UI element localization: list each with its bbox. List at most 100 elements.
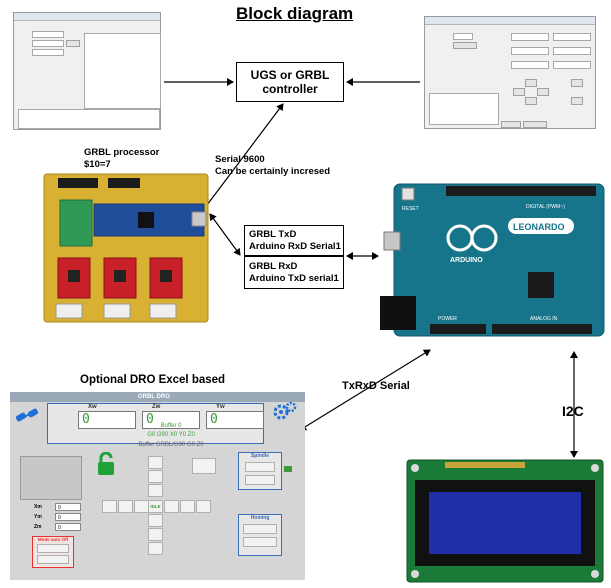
driver-2-chip <box>114 270 126 282</box>
jog-y-plus-3-button <box>148 484 163 497</box>
spindle-indicator <box>284 466 292 472</box>
diagram-title: Block diagram <box>236 4 354 23</box>
nano-chip <box>138 212 154 228</box>
coord-ym-value: 0 <box>55 513 81 521</box>
coord-row-xm: Xm 0 <box>34 503 81 512</box>
grbl-ctrl-right-arrow <box>537 88 549 96</box>
leonardo-digital-header <box>446 186 596 196</box>
arduino-txd-label: Arduino TxD serial1 <box>249 272 339 284</box>
grbl-ctrl-down-arrow <box>525 97 537 105</box>
connection-plug-icon <box>15 408 39 422</box>
serial-baud: Serial 9600 <box>215 154 265 165</box>
mode-panel: Mode auto Off <box>32 536 74 568</box>
coord-xm-value: 0 <box>55 503 81 511</box>
grbl-pcb <box>43 173 209 323</box>
lcd-module-image <box>406 459 604 583</box>
lcd-mount-hole <box>411 464 419 472</box>
driver-1-chip <box>68 270 80 282</box>
leonardo-digital-label: DIGITAL (PWM~) <box>526 204 565 210</box>
arduino-logo-icon-2 <box>470 224 498 252</box>
arduino-leonardo-image: RESET DIGITAL (PWM~) ARDUINO LEONARDO PO… <box>380 183 605 337</box>
controller-box: UGS or GRBL controller <box>236 62 344 102</box>
leonardo-model-badge <box>508 218 574 234</box>
dro-title: Optional DRO Excel based <box>80 374 226 386</box>
jog-x-plus-button <box>164 500 179 513</box>
grbl-to-controller-arrow <box>206 103 284 206</box>
spindle-on-button <box>245 462 275 472</box>
jog-y-minus-button <box>148 514 163 527</box>
jog-y-minus-2-button <box>148 528 163 541</box>
spindle-off-button <box>245 475 275 485</box>
grbl-ctrl-z-up <box>571 79 583 87</box>
driver-2 <box>103 257 137 299</box>
jog-x-minus-button <box>134 500 149 513</box>
nano-usb <box>191 211 207 227</box>
controller-line2: controller <box>262 82 318 96</box>
coord-row-ym: Ym 0 <box>34 513 81 522</box>
grbl-controller-screenshot <box>424 16 596 129</box>
axis-value-xw: 0 <box>78 411 136 429</box>
homing-button-2 <box>243 537 277 547</box>
leonardo-mcu <box>528 272 554 298</box>
jog-y-minus-3-button <box>148 542 163 555</box>
leonardo-model-label: LEONARDO <box>513 222 565 232</box>
grbl-ctrl-y-field-2 <box>553 47 591 55</box>
mode-button-2 <box>37 555 69 564</box>
grbl-board-image <box>43 173 209 323</box>
ugs-console-area <box>84 33 161 109</box>
leonardo-analog-header <box>492 324 592 334</box>
jog-y-plus-button <box>148 456 163 469</box>
jog-x-plus-3-button <box>196 500 211 513</box>
motor-connector-2 <box>103 303 131 319</box>
spindle-label: Spindle <box>250 453 270 459</box>
grbl-ctrl-send-button <box>501 121 521 128</box>
grbl-processor-name: GRBL processor <box>84 147 160 158</box>
controller-line1: UGS or GRBL <box>250 68 330 82</box>
leonardo-usb <box>383 231 401 251</box>
jog-x-plus-2-button <box>180 500 195 513</box>
grbl-processor-label: GRBL processor $10=7 <box>84 147 159 171</box>
grbl-rxd-label: GRBL RxD <box>249 260 298 272</box>
grbl-ctrl-left-arrow <box>513 88 525 96</box>
leonardo-dro-arrow <box>299 349 431 431</box>
lcd-mount-hole-4 <box>591 570 599 578</box>
leonardo-power-label: POWER <box>438 316 457 322</box>
grbl-rxd-box: GRBL RxD Arduino TxD serial1 <box>244 256 344 289</box>
arduino-brand-label: ARDUINO <box>450 257 483 264</box>
dro-top-strip <box>10 392 305 402</box>
ugs-command-field <box>18 109 160 129</box>
homing-label: Homing <box>250 515 270 521</box>
axis-value-yw: 0 <box>206 411 264 429</box>
grbl-ctrl-z-down <box>571 97 583 105</box>
jog-y-plus-2-button <box>148 470 163 483</box>
ugs-firmware-field <box>32 49 64 56</box>
axis-value-zw: 0 <box>142 411 200 429</box>
grbl-green-module <box>59 199 93 247</box>
mode-label: Mode auto Off <box>37 537 69 542</box>
coord-zm-value: 0 <box>55 523 81 531</box>
spindle-panel: Spindle <box>238 452 282 490</box>
txrx-serial-label: TxRxD Serial <box>342 380 410 392</box>
coord-zm-label: Zm <box>34 524 42 530</box>
ugs-open-button <box>66 40 80 47</box>
grbl-ctrl-z-field-2 <box>553 61 591 69</box>
homing-panel: Homing <box>238 514 282 556</box>
axis-label-xw: Xw <box>88 404 97 410</box>
grbl-txd-box: GRBL TxD Arduino RxD Serial1 <box>244 225 344 256</box>
jog-x-minus-2-button <box>118 500 133 513</box>
dro-gcode: G0 G90 X0 Y0 Z0 <box>147 432 195 438</box>
leonardo-reset-button <box>401 187 415 201</box>
grbl-top-connector-2 <box>108 178 140 188</box>
leonardo-pcb <box>393 183 605 337</box>
grbl-ctrl-z-field <box>511 61 549 69</box>
grbl-ctrl-open-button <box>453 42 477 49</box>
jog-idle-button: IDLE <box>148 500 163 513</box>
lcd-screen <box>429 492 581 554</box>
motor-connector-3 <box>149 303 177 319</box>
coord-xm-label: Xm <box>34 504 42 510</box>
ugs-baud-field <box>32 40 64 47</box>
grbl-ctrl-up-arrow <box>525 79 537 87</box>
jog-x-minus-3-button <box>102 500 117 513</box>
lcd-pin-header <box>445 462 525 468</box>
